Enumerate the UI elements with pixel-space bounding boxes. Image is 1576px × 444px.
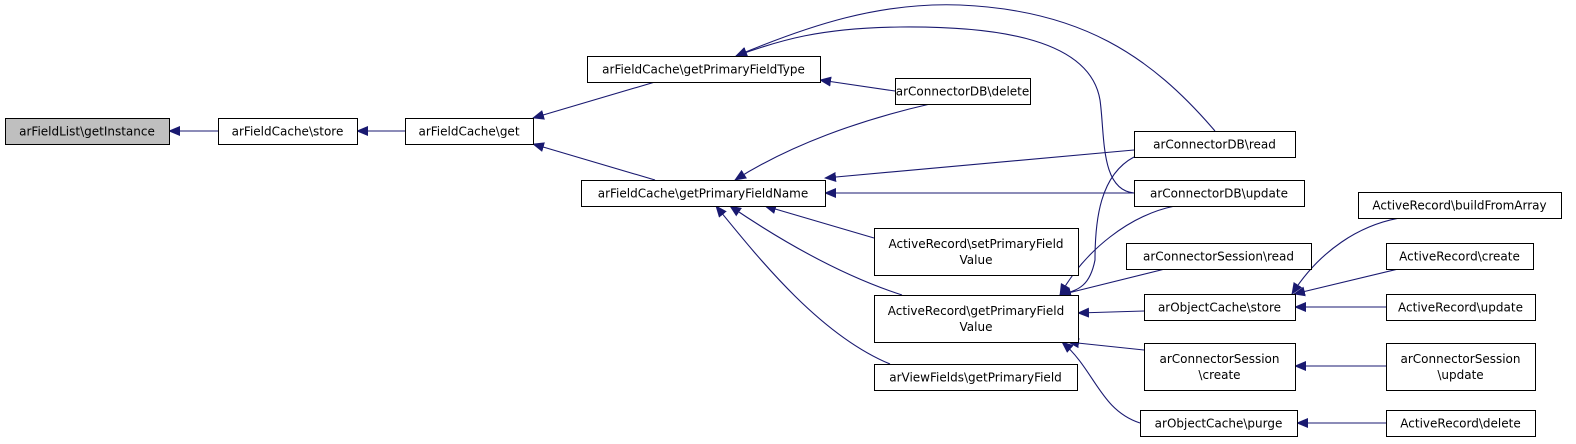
node-label: ActiveRecord\getPrimaryField (888, 304, 1064, 318)
node-label: arObjectCache\purge (1155, 417, 1283, 431)
node-label: arConnectorSession\read (1143, 250, 1294, 264)
edge-n5-to-n3 (819, 76, 896, 92)
node-label: arFieldCache\store (232, 125, 344, 139)
node-label: ActiveRecord\delete (1400, 417, 1520, 431)
graph-node[interactable]: arFieldCache\getPrimaryFieldType (587, 56, 821, 83)
node-box (1134, 131, 1296, 158)
node-label: arFieldList\getInstance (19, 125, 155, 139)
graph-node[interactable]: arConnectorDB\read (1134, 131, 1296, 158)
node-box (1386, 243, 1534, 270)
edge-n10-to-n3 (735, 26, 1135, 194)
edge-n4-to-n2 (532, 142, 656, 181)
graph-node[interactable]: arFieldCache\store (218, 118, 358, 145)
node-box (405, 118, 534, 145)
node-label: ActiveRecord\setPrimaryField (888, 237, 1063, 251)
edge-n9-to-n4 (824, 149, 1135, 182)
node-label: arFieldCache\getPrimaryFieldName (598, 187, 809, 201)
node-label: arObjectCache\store (1158, 301, 1281, 315)
graph-node[interactable]: arConnectorDB\delete (895, 78, 1031, 105)
graph-node[interactable]: arConnectorSession \update (1386, 343, 1536, 391)
node-box (1144, 343, 1296, 391)
node-box (1358, 192, 1562, 219)
node-box (1140, 410, 1298, 437)
node-label: arConnectorDB\update (1150, 187, 1288, 201)
graph-node[interactable]: arConnectorDB\update (1134, 180, 1305, 207)
node-label: arConnectorSession (1401, 352, 1521, 366)
edge-n9-to-n3 (735, 4, 1216, 132)
node-box (1386, 410, 1536, 437)
node-box (874, 228, 1079, 276)
edge-n7-to-n4 (729, 205, 903, 296)
graph-node[interactable]: arObjectCache\purge (1140, 410, 1298, 437)
node-box (5, 118, 170, 145)
graph-node[interactable]: arViewFields\getPrimaryField (874, 364, 1078, 391)
node-label: arConnectorDB\read (1153, 138, 1276, 152)
edges-layer (168, 4, 1401, 428)
graph-node[interactable]: arFieldCache\getPrimaryFieldName (581, 180, 826, 207)
edge-n6-to-n4 (764, 204, 875, 239)
node-box (1126, 243, 1312, 270)
edge-n13-to-n7 (1067, 338, 1145, 351)
node-label: arViewFields\getPrimaryField (889, 371, 1062, 385)
node-label: arConnectorSession (1160, 352, 1280, 366)
node-box (874, 295, 1079, 343)
node-label: Value (960, 320, 993, 334)
node-label: \update (1437, 368, 1483, 382)
graph-node[interactable]: ActiveRecord\create (1386, 243, 1534, 270)
node-label: Value (960, 253, 993, 267)
node-box (895, 78, 1031, 105)
edge-n10-to-n7 (1059, 205, 1176, 296)
node-box (1386, 294, 1536, 321)
node-box (1144, 294, 1296, 321)
edge-n16-to-n12 (1293, 268, 1399, 297)
node-label: \create (1198, 368, 1240, 382)
edge-n12-to-n7 (1077, 307, 1145, 318)
node-label: arFieldCache\getPrimaryFieldType (602, 63, 805, 77)
graph-node[interactable]: arConnectorSession\read (1126, 243, 1312, 270)
node-label: ActiveRecord\create (1399, 250, 1520, 264)
edge-n14-to-n7 (1061, 341, 1141, 424)
node-label: ActiveRecord\buildFromArray (1372, 199, 1546, 213)
node-box (218, 118, 358, 145)
node-label: arFieldCache\get (418, 125, 519, 139)
node-box (1386, 343, 1536, 391)
node-label: arConnectorDB\delete (896, 85, 1030, 99)
node-box (581, 180, 826, 207)
graph-node[interactable]: ActiveRecord\delete (1386, 410, 1536, 437)
graph-node[interactable]: ActiveRecord\update (1386, 294, 1536, 321)
edge-n15-to-n12 (1291, 217, 1401, 295)
edge-n3-to-n2 (532, 81, 656, 120)
graph-node[interactable]: arConnectorSession \create (1144, 343, 1296, 391)
edge-n8-to-n4 (715, 205, 891, 365)
graph-node[interactable]: arFieldList\getInstance (5, 118, 170, 145)
node-box (874, 364, 1078, 391)
node-label: ActiveRecord\update (1398, 301, 1523, 315)
edge-n5-to-n4 (734, 103, 931, 181)
graph-node[interactable]: ActiveRecord\buildFromArray (1358, 192, 1562, 219)
node-box (587, 56, 821, 83)
node-box (1134, 180, 1305, 207)
edge-n11-to-n7 (1059, 268, 1166, 298)
graph-node[interactable]: arFieldCache\get (405, 118, 534, 145)
nodes-layer: arFieldList\getInstance arFieldCache\stor… (5, 56, 1562, 437)
graph-node[interactable]: arObjectCache\store (1144, 294, 1296, 321)
